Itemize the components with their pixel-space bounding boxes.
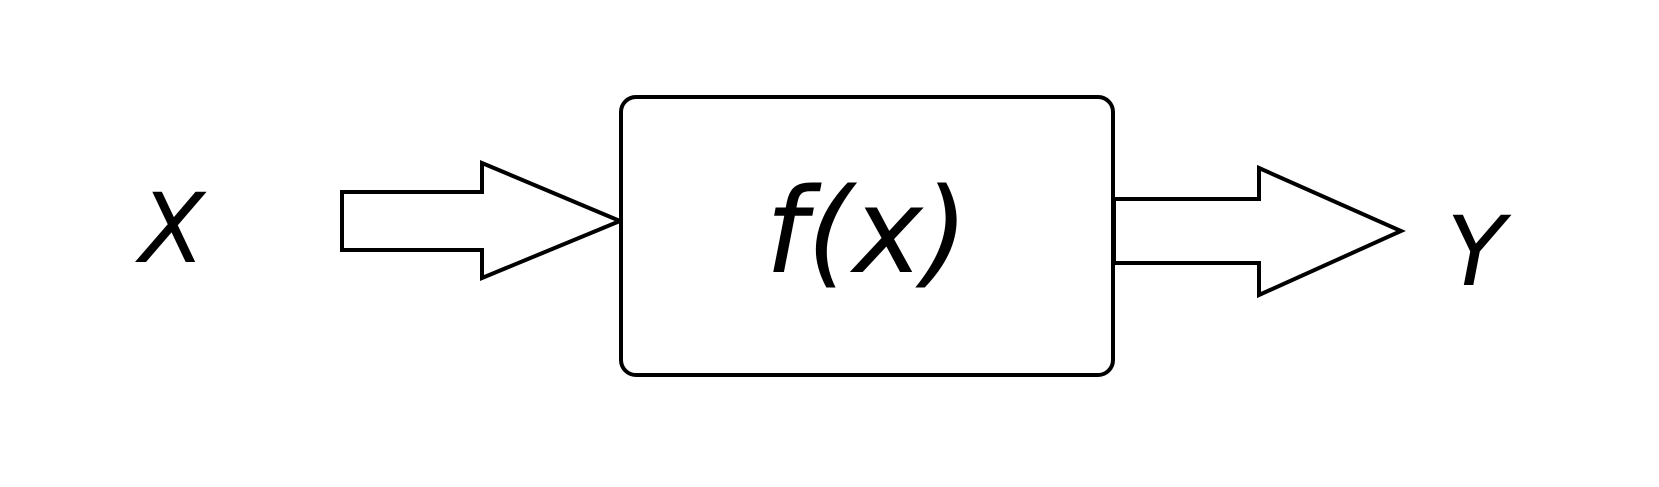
input-label: X [134, 173, 207, 285]
function-label: f(x) [765, 162, 968, 300]
input-arrow [340, 159, 626, 281]
output-label: Y [1447, 196, 1512, 308]
output-arrow [1112, 164, 1406, 299]
